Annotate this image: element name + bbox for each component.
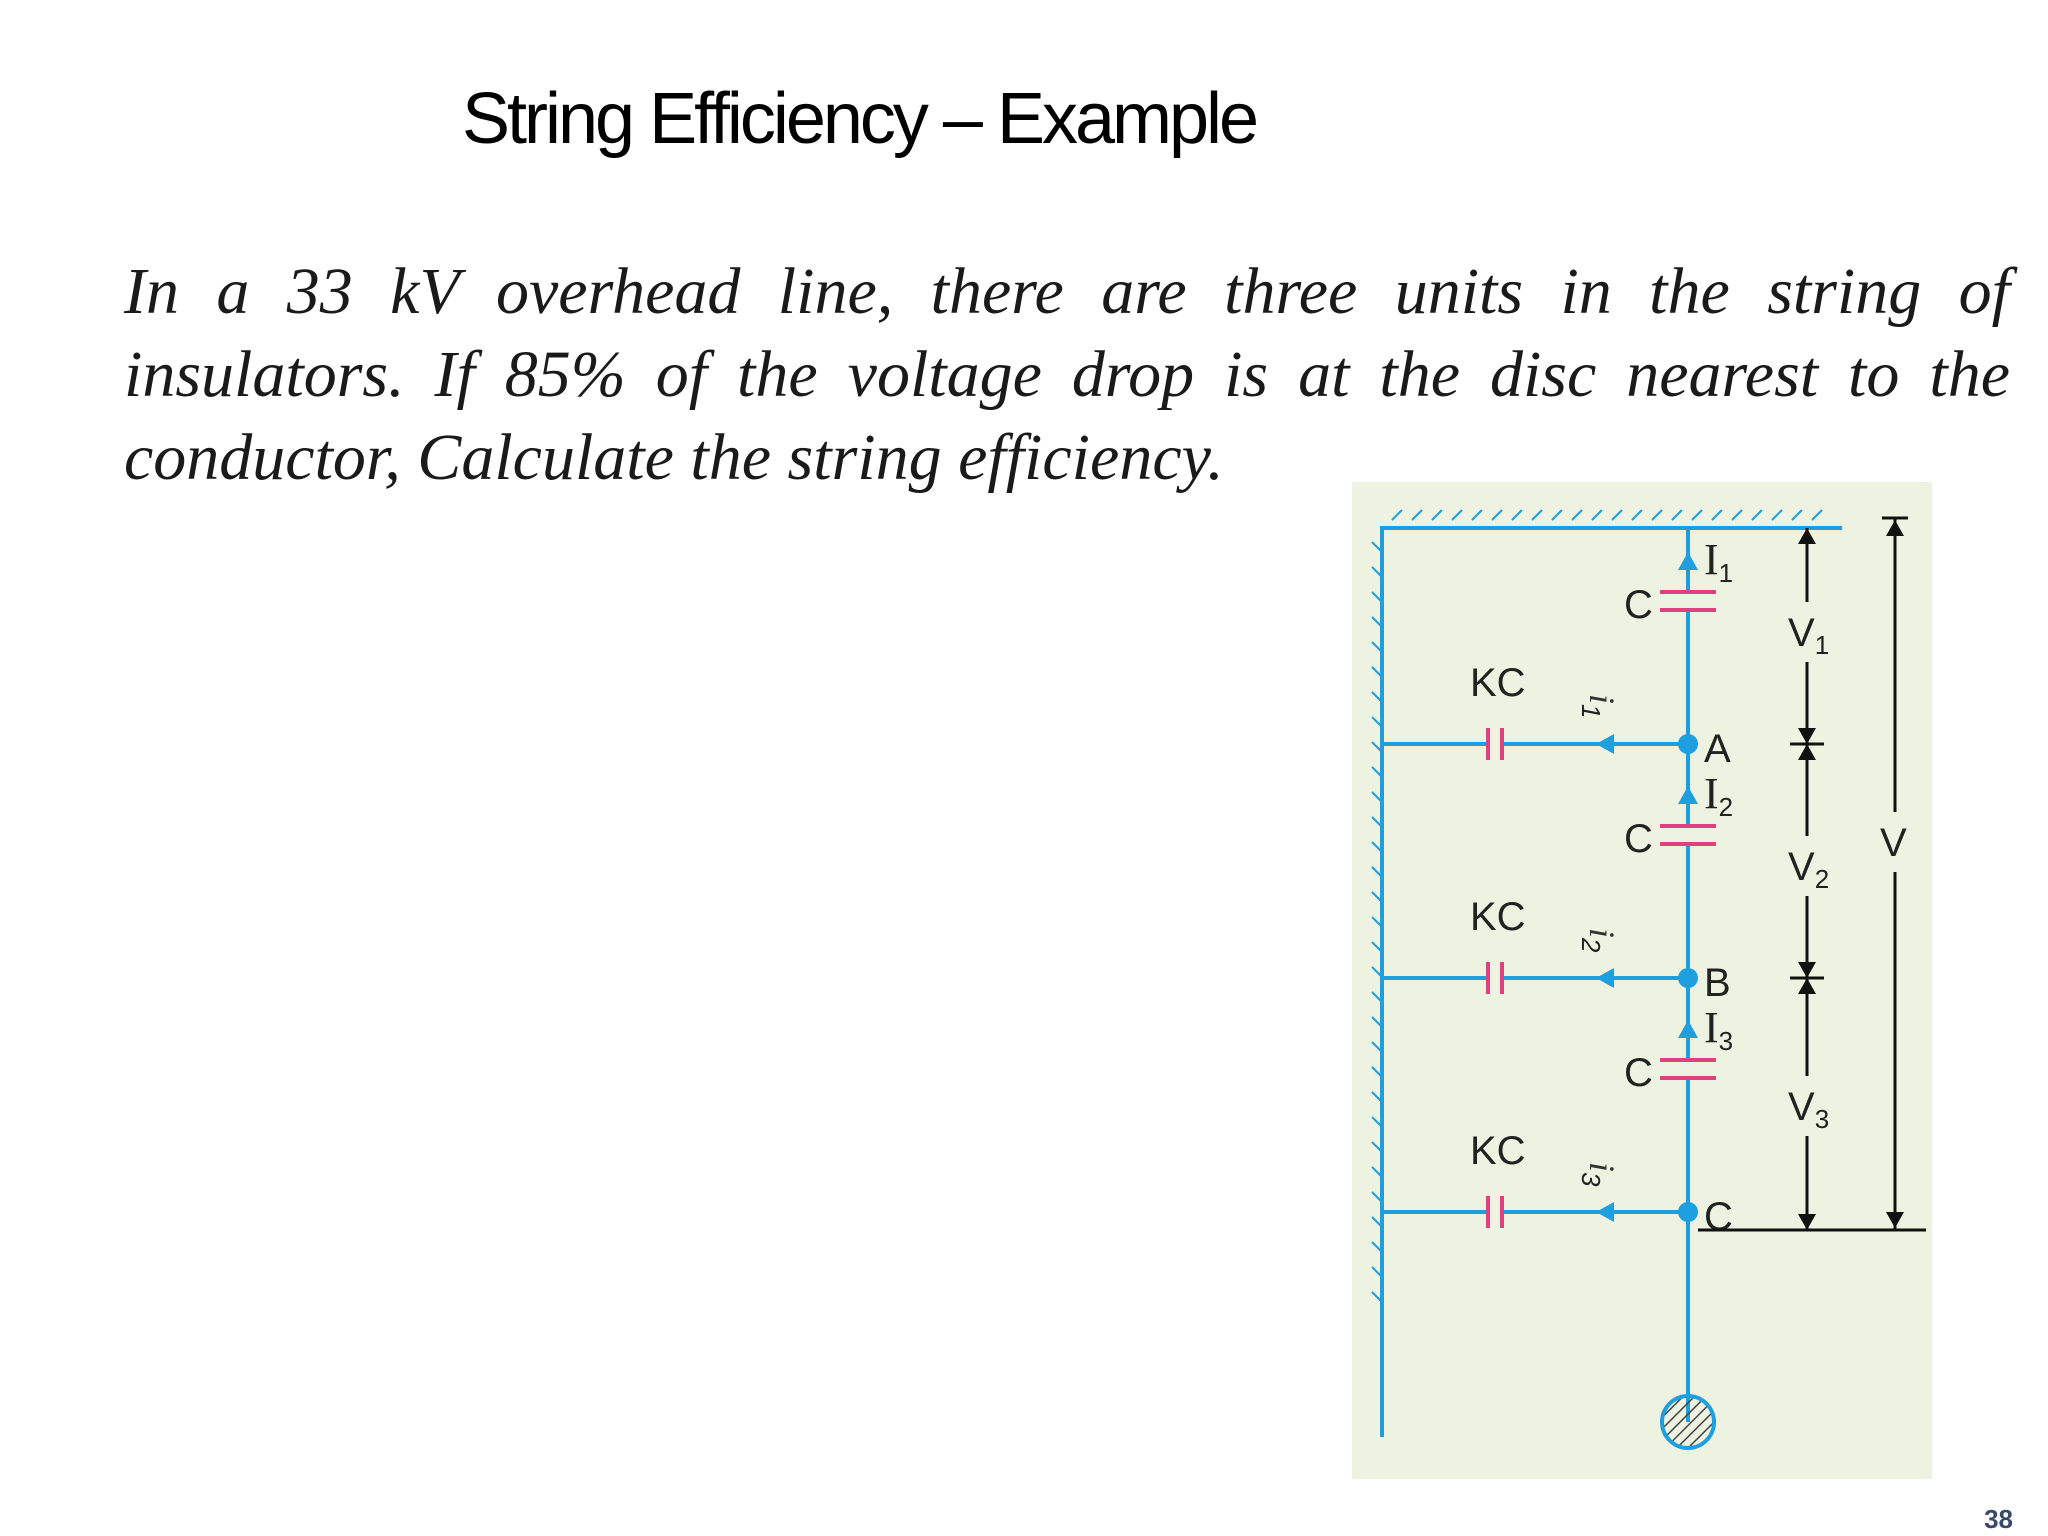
series-cap-label-1: C [1624,583,1653,627]
string-current-arrow-3 [1678,1020,1698,1038]
shunt-cap-label-3: KC [1470,1129,1526,1173]
shunt-cap-label-2: KC [1470,895,1526,939]
string-current-arrow-2 [1678,786,1698,804]
string-current-label-3: I3 [1704,1003,1733,1056]
leakage-current-label-2: i2 [1576,928,1622,953]
diagram-background [1352,482,1932,1479]
voltage-label-3: V3 [1788,1085,1829,1134]
shunt-branch-2 [1382,962,1698,994]
problem-statement: In a 33 kV overhead line, there are thre… [124,255,2010,494]
shunt-cap-label-1: KC [1470,661,1526,705]
voltage-dimension-total [1872,516,1918,1230]
series-capacitor-1 [1660,590,1716,612]
voltage-label-2: V2 [1788,845,1829,894]
tower [1371,528,1384,1437]
shunt-branch-1 [1382,728,1698,760]
series-cap-label-2: C [1624,817,1653,861]
cross-arm [1380,509,1842,530]
v3-label-bg [1782,1076,1832,1136]
slide-title: String Efficiency – Example [462,79,1259,159]
insulator-string-diagram: C C C I1 I2 I3 [1352,482,1932,1479]
series-capacitor-2 [1660,824,1716,846]
conductor [1660,1394,1716,1450]
page-number: 38 [1984,1504,2013,1534]
v2-label-bg [1782,836,1832,896]
leakage-current-label-1: i1 [1576,694,1622,718]
voltage-label-1: V1 [1788,611,1829,660]
total-voltage-label: V [1880,821,1907,865]
string-current-label-1: I1 [1704,535,1733,588]
string-current-arrow-1 [1678,552,1698,570]
shunt-branch-3 [1382,1196,1698,1228]
node-label-a: A [1704,727,1731,771]
node-label-c: C [1704,1195,1733,1239]
node-label-b: B [1704,961,1731,1005]
series-capacitor-3 [1660,1058,1716,1080]
leakage-current-label-3: i3 [1576,1162,1622,1187]
v1-label-bg [1782,602,1832,662]
series-cap-label-3: C [1624,1051,1653,1095]
string-current-label-2: I2 [1704,769,1733,822]
